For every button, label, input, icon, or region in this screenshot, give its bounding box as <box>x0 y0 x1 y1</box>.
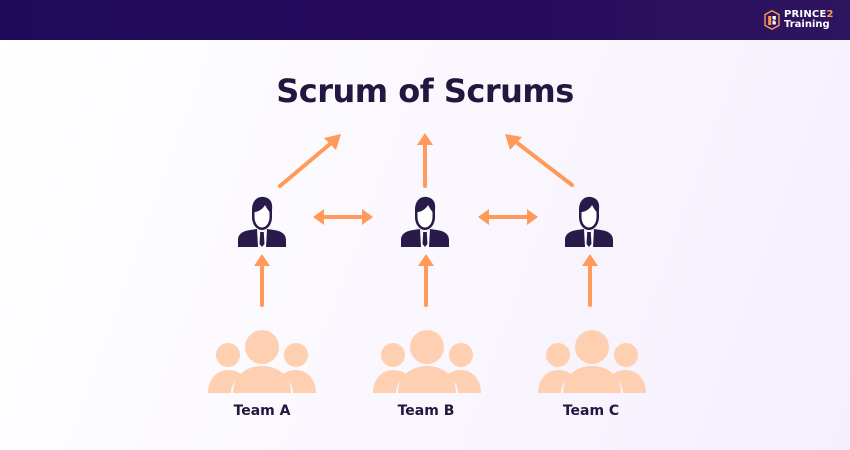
logo-line-2: Training <box>784 19 830 30</box>
double-arrow-rep-b-rep-c <box>478 209 538 225</box>
team-c-label: Team C <box>562 403 620 419</box>
team-a-label: Team A <box>233 403 291 419</box>
logo-text-2: 2 <box>826 9 834 20</box>
arrow-team-b-to-rep-b <box>418 254 434 307</box>
logo-line-1: PRINCE2 <box>784 10 834 20</box>
representative-a-businessman-icon <box>238 196 286 247</box>
representative-c-businessman-icon <box>565 196 613 247</box>
arrow-team-c-to-rep-c <box>582 254 598 307</box>
double-arrow-rep-a-rep-b <box>313 209 373 225</box>
team-a-group-icon <box>208 330 316 393</box>
arrow-rep-a-to-title <box>278 134 341 188</box>
arrow-team-a-to-rep-a <box>254 254 270 307</box>
page-title: Scrum of Scrums <box>276 72 574 110</box>
header-bar: PRINCE2 Training <box>0 0 850 40</box>
team-b-group-icon <box>373 330 481 393</box>
arrow-rep-b-to-title <box>417 133 433 188</box>
logo-text-prince: PRINCE <box>784 9 827 20</box>
prince2-training-logo[interactable]: PRINCE2 Training <box>764 8 834 32</box>
prince2-logo-icon <box>764 10 780 30</box>
team-c-group-icon <box>538 330 646 393</box>
representative-b-businessman-icon <box>401 196 449 247</box>
team-b-label: Team B <box>397 403 455 419</box>
arrow-rep-c-to-title <box>505 134 574 187</box>
